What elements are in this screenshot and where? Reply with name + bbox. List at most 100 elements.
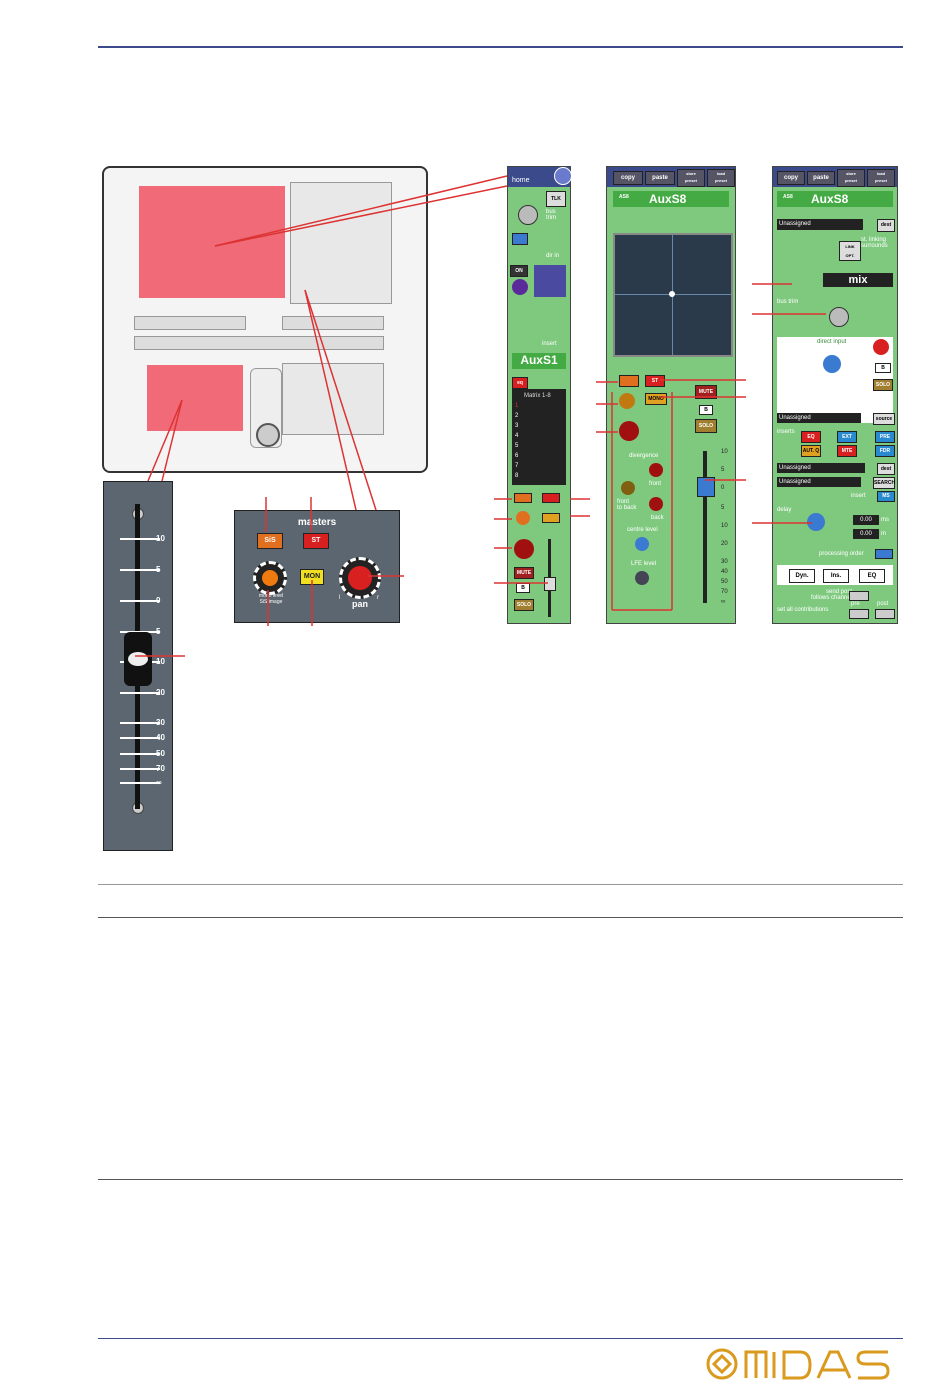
direct-input-knob[interactable] (823, 355, 841, 373)
divider-rule (98, 917, 903, 918)
scale-label: 40 (721, 569, 728, 575)
aux-strip-panel: home TLK bus trim dir in ON insert AuxS1… (507, 166, 572, 624)
front-knob[interactable] (649, 463, 663, 477)
channel-name: AuxS8 (649, 192, 687, 206)
input-knob[interactable] (512, 279, 528, 295)
ins-block[interactable]: Ins. (823, 569, 849, 583)
mode-button[interactable] (512, 233, 528, 245)
fader-knob[interactable] (697, 477, 715, 497)
load-preset-button[interactable]: load preset (867, 169, 895, 187)
store-preset-button[interactable]: store preset (677, 169, 705, 187)
st-button[interactable]: ST (645, 375, 665, 387)
lfe-level-label: LFE level (631, 561, 657, 567)
dir-in-label: dir in (546, 253, 560, 259)
post-label: post (877, 601, 889, 607)
insert-field[interactable]: Unassigned (777, 477, 861, 487)
matrix-row[interactable]: 1 (515, 403, 519, 409)
link-opt-button[interactable]: LINK OPT. (839, 241, 861, 261)
matrix-row[interactable]: 7 (515, 463, 519, 469)
centre-level-knob[interactable] (635, 537, 649, 551)
paste-button[interactable]: paste (645, 171, 675, 185)
store-preset-button[interactable]: store preset (837, 169, 865, 187)
sis-button[interactable]: SiS (257, 533, 283, 549)
matrix-row[interactable]: 8 (515, 473, 519, 479)
copy-button[interactable]: copy (613, 171, 643, 185)
solo-button[interactable]: SOLO (873, 379, 893, 391)
dest-button[interactable]: dest (877, 219, 895, 232)
mute-button[interactable]: MUTE (514, 567, 534, 579)
assign-dropdown[interactable]: Unassigned (777, 219, 863, 230)
front-back-knob[interactable] (621, 481, 635, 495)
lfe-level-knob[interactable] (635, 571, 649, 585)
mono-button[interactable]: MONO (645, 393, 667, 405)
mono-knob[interactable] (619, 393, 635, 409)
search-button[interactable]: SEARCH (873, 477, 895, 489)
ms-button[interactable]: MS (877, 491, 895, 502)
b-button[interactable]: B (699, 405, 713, 415)
b-button[interactable]: B (875, 363, 891, 373)
back-knob[interactable] (649, 497, 663, 511)
matrix-row[interactable]: 2 (515, 413, 519, 419)
divider-rule (98, 884, 903, 885)
scale-label: 30 (721, 559, 728, 565)
processing-order-button[interactable] (875, 549, 893, 559)
header-rule (98, 46, 903, 48)
power-icon[interactable] (873, 339, 889, 355)
pan-knob[interactable] (619, 421, 639, 441)
pre-button[interactable]: PRE (875, 431, 895, 443)
sis-small-button[interactable] (514, 493, 532, 503)
solo-button[interactable]: SOLO (514, 599, 534, 611)
channel-name: AuxS1 (512, 353, 566, 369)
eq-block[interactable]: EQ (859, 569, 885, 583)
insert-label: insert (542, 341, 557, 347)
pan-small-knob[interactable] (514, 539, 534, 559)
matrix-row[interactable]: 4 (515, 433, 519, 439)
delay-ms-unit: ms (881, 517, 889, 523)
on-button[interactable]: ON (510, 265, 528, 277)
pre-all-button[interactable] (849, 609, 869, 619)
highlight-screen-area (139, 186, 285, 298)
paste-button[interactable]: paste (807, 171, 835, 185)
matrix-row[interactable]: 5 (515, 443, 519, 449)
solo-button[interactable]: SOLO (695, 419, 717, 433)
panner-position[interactable] (669, 291, 675, 297)
matrix-row[interactable]: 6 (515, 453, 519, 459)
delay-label: delay (777, 507, 792, 513)
delay-ms-value[interactable]: 0.00 (853, 515, 879, 525)
home-icon[interactable] (554, 167, 572, 185)
fdr-button[interactable]: FDR (875, 445, 895, 457)
mon-small-button[interactable] (542, 513, 560, 523)
eq-button[interactable]: eq (512, 377, 528, 389)
talk-button[interactable]: TLK (546, 191, 566, 207)
home-label[interactable]: home (512, 177, 530, 184)
send-post-button[interactable] (849, 591, 869, 601)
insert-label: insert (851, 493, 866, 499)
delay-m-value[interactable]: 0.00 (853, 529, 879, 539)
surround-panner-grid[interactable] (613, 233, 733, 357)
dyn-block[interactable]: Dyn. (789, 569, 815, 583)
auto-eq-button[interactable]: AUT. Q (801, 445, 821, 457)
bus-trim-knob[interactable] (518, 205, 538, 225)
sis-button[interactable] (619, 375, 639, 387)
mono-level-label: mono level SiS image (258, 593, 284, 605)
mono-small-knob[interactable] (516, 511, 530, 525)
copy-button[interactable]: copy (777, 171, 805, 185)
post-all-button[interactable] (875, 609, 895, 619)
mte-button[interactable]: MTE (837, 445, 857, 457)
dest-button-2[interactable]: dest (877, 463, 895, 475)
bus-trim-knob[interactable] (829, 307, 849, 327)
source-button[interactable]: source (873, 413, 895, 425)
st-button[interactable]: ST (303, 533, 329, 549)
matrix-row[interactable]: 3 (515, 423, 519, 429)
delay-knob[interactable] (807, 513, 825, 531)
eq-button[interactable]: EQ (801, 431, 821, 443)
insert-dropdown[interactable]: Unassigned (777, 463, 865, 473)
load-preset-button[interactable]: load preset (707, 169, 735, 187)
source-dropdown[interactable]: Unassigned (777, 413, 861, 423)
console-overview (102, 166, 428, 473)
mini-fader-knob[interactable] (544, 577, 556, 591)
ext-button[interactable]: EXT (837, 431, 857, 443)
st-small-button[interactable] (542, 493, 560, 503)
mute-button[interactable]: MUTE (695, 385, 717, 399)
